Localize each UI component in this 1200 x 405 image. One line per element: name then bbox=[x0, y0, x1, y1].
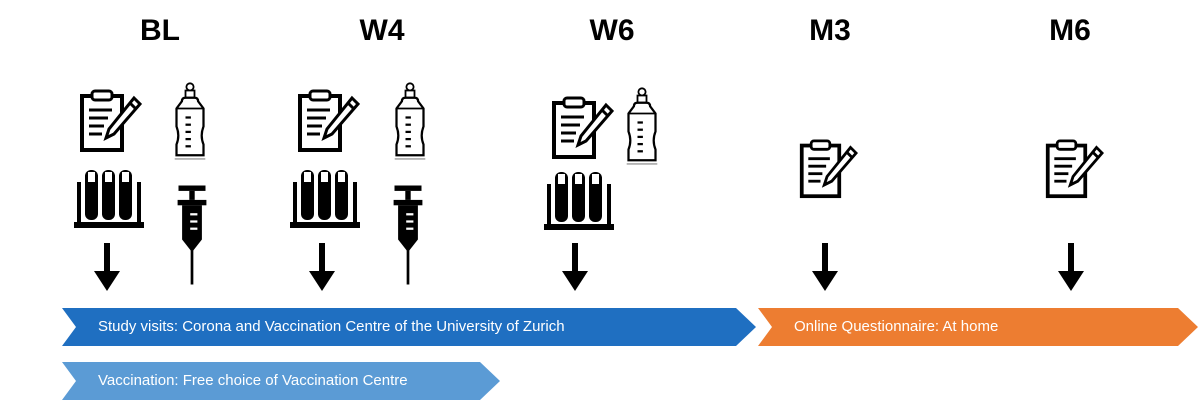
study-visits-phase-arrow: Study visits: Corona and Vaccination Cen… bbox=[62, 308, 756, 346]
baby-bottle-icon bbox=[392, 80, 428, 164]
online-questionnaire-label: Online Questionnaire: At home bbox=[794, 318, 999, 335]
timepoint-label-w6: W6 bbox=[589, 14, 635, 47]
timepoint-label-bl: BL bbox=[140, 14, 180, 47]
vaccination-phase-arrow: Vaccination: Free choice of Vaccination … bbox=[62, 362, 500, 400]
clipboard-icon bbox=[798, 138, 858, 200]
timepoint-label-w4: W4 bbox=[359, 14, 405, 47]
timepoint-label-m6: M6 bbox=[1049, 14, 1091, 47]
down-arrow-icon bbox=[92, 243, 122, 293]
test-tubes-icon bbox=[544, 170, 614, 232]
test-tubes-icon bbox=[74, 168, 144, 230]
baby-bottle-icon bbox=[624, 82, 660, 172]
syringe-icon bbox=[390, 180, 426, 290]
clipboard-icon bbox=[78, 88, 142, 154]
clipboard-icon bbox=[550, 95, 614, 161]
down-arrow-icon bbox=[1056, 243, 1086, 293]
clipboard-icon bbox=[1044, 138, 1104, 200]
down-arrow-icon bbox=[810, 243, 840, 293]
timepoint-label-m3: M3 bbox=[809, 14, 851, 47]
study-visits-label: Study visits: Corona and Vaccination Cen… bbox=[98, 318, 565, 335]
baby-bottle-icon bbox=[172, 80, 208, 164]
syringe-icon bbox=[174, 180, 210, 290]
clipboard-icon bbox=[296, 88, 360, 154]
vaccination-label: Vaccination: Free choice of Vaccination … bbox=[98, 372, 408, 389]
online-questionnaire-phase-arrow: Online Questionnaire: At home bbox=[758, 308, 1198, 346]
down-arrow-icon bbox=[560, 243, 590, 293]
test-tubes-icon bbox=[290, 168, 360, 230]
down-arrow-icon bbox=[307, 243, 337, 293]
